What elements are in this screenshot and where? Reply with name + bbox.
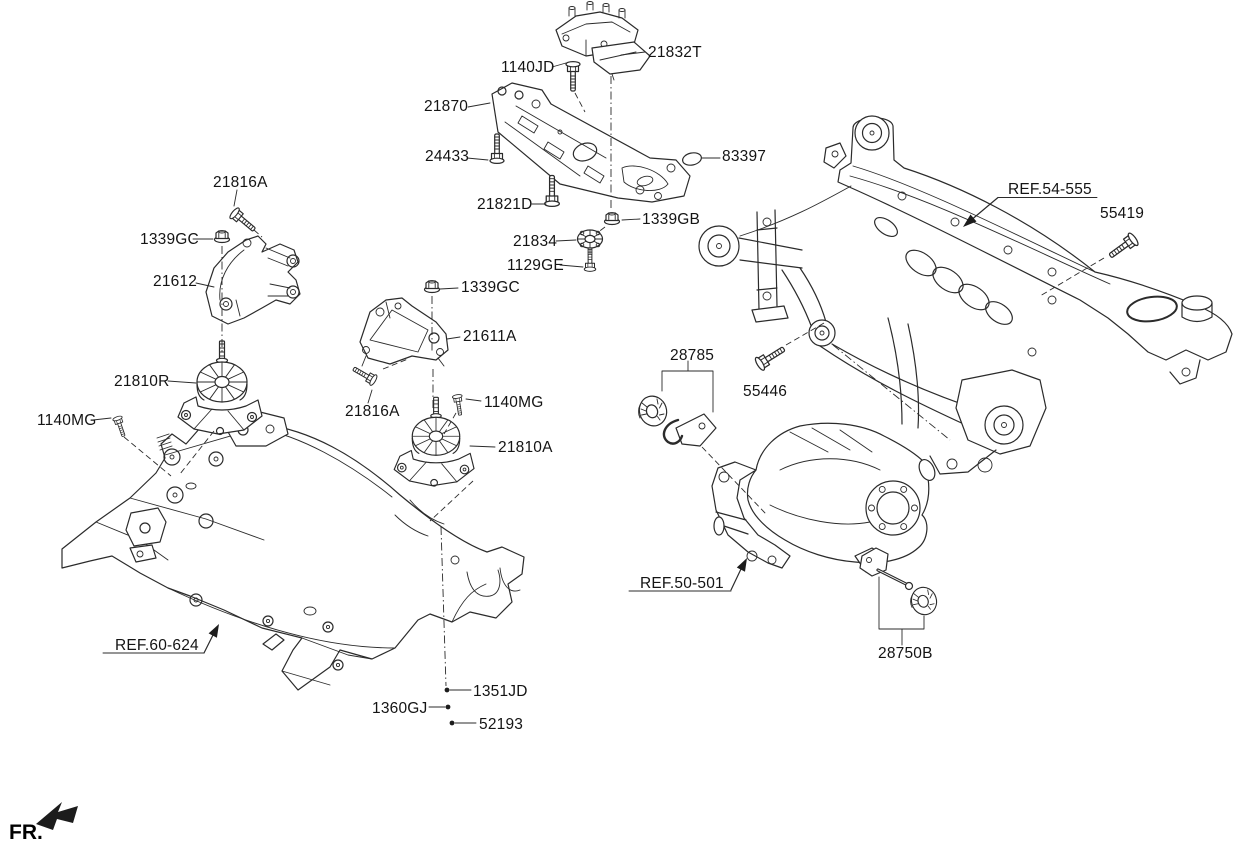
callout-1339gc-left: 1339GC (140, 231, 199, 248)
callout-55419: 55419 (1100, 205, 1145, 222)
nut-1339gc-right (423, 280, 441, 294)
bolt-55446 (753, 342, 789, 373)
callout-21821d: 21821D (477, 196, 533, 213)
exhaust-hanger-28785 (634, 391, 717, 447)
engine-mount-left (393, 396, 475, 487)
callout-1360gj: 1360GJ (372, 700, 428, 717)
ref-label-rear-crossmember: REF.54-555 (1008, 181, 1092, 198)
bolt-1140mg-left (111, 414, 129, 439)
reference-arrows (102, 196, 1098, 654)
ref-label-differential: REF.50-501 (640, 575, 724, 592)
transmission-crossmember (491, 82, 691, 203)
engine-bracket-right (359, 297, 449, 367)
differential-carrier (711, 422, 936, 573)
callout-21834: 21834 (513, 233, 558, 250)
callout-1140jd: 1140JD (501, 59, 555, 76)
callout-24433: 24433 (425, 148, 470, 165)
fr-direction-arrow-icon (36, 802, 78, 830)
ref-label-front-crossmember: REF.60-624 (115, 637, 199, 654)
assembly-axis-lines (123, 76, 1105, 687)
bolt-1140mg-right (451, 393, 466, 417)
callout-55446: 55446 (743, 383, 788, 400)
exhaust-hanger-28750b (859, 547, 941, 619)
bolt-21816a-left (227, 206, 259, 236)
transmission-mount-bracket (555, 1, 651, 81)
fastener-point-1351jd (444, 687, 450, 693)
fastener-point-52193 (449, 720, 455, 726)
callout-21810r: 21810R (114, 373, 170, 390)
callout-83397: 83397 (722, 148, 767, 165)
bolt-24433 (489, 133, 505, 164)
engine-mount-right (177, 340, 263, 436)
bolt-21816a-right (350, 363, 379, 387)
nut-1339gb (603, 212, 621, 226)
callout-21816a-left: 21816A (213, 174, 268, 191)
callout-21810a: 21810A (498, 439, 553, 456)
rear-subframe (698, 115, 1233, 475)
engine-bracket-left (205, 235, 301, 325)
callout-28750b: 28750B (878, 645, 933, 662)
leader-lines (92, 51, 925, 726)
callout-21832t: 21832T (648, 44, 702, 61)
callout-28785: 28785 (670, 347, 715, 364)
bolt-55419 (1105, 231, 1141, 263)
callout-21612: 21612 (153, 273, 198, 290)
callout-1339gc-right: 1339GC (461, 279, 520, 296)
callout-52193: 52193 (479, 716, 524, 733)
callout-21816a-right: 21816A (345, 403, 400, 420)
callout-21870: 21870 (424, 98, 469, 115)
callout-1140mg-right: 1140MG (484, 394, 544, 411)
nut-1339gc-left (213, 230, 231, 244)
dynamic-damper-21834 (576, 229, 604, 249)
fastener-point-1360gj (445, 704, 451, 710)
snap-ring-83397 (682, 152, 702, 166)
bolt-1140jd (565, 60, 581, 92)
fr-direction-label: FR. (9, 821, 43, 844)
front-subframe (61, 410, 525, 691)
callout-1339gb: 1339GB (642, 211, 701, 228)
callout-1351jd: 1351JD (473, 683, 528, 700)
callout-1140mg-left: 1140MG (37, 412, 97, 429)
callout-1129ge: 1129GE (507, 257, 564, 274)
callout-21611a: 21611A (463, 328, 517, 345)
